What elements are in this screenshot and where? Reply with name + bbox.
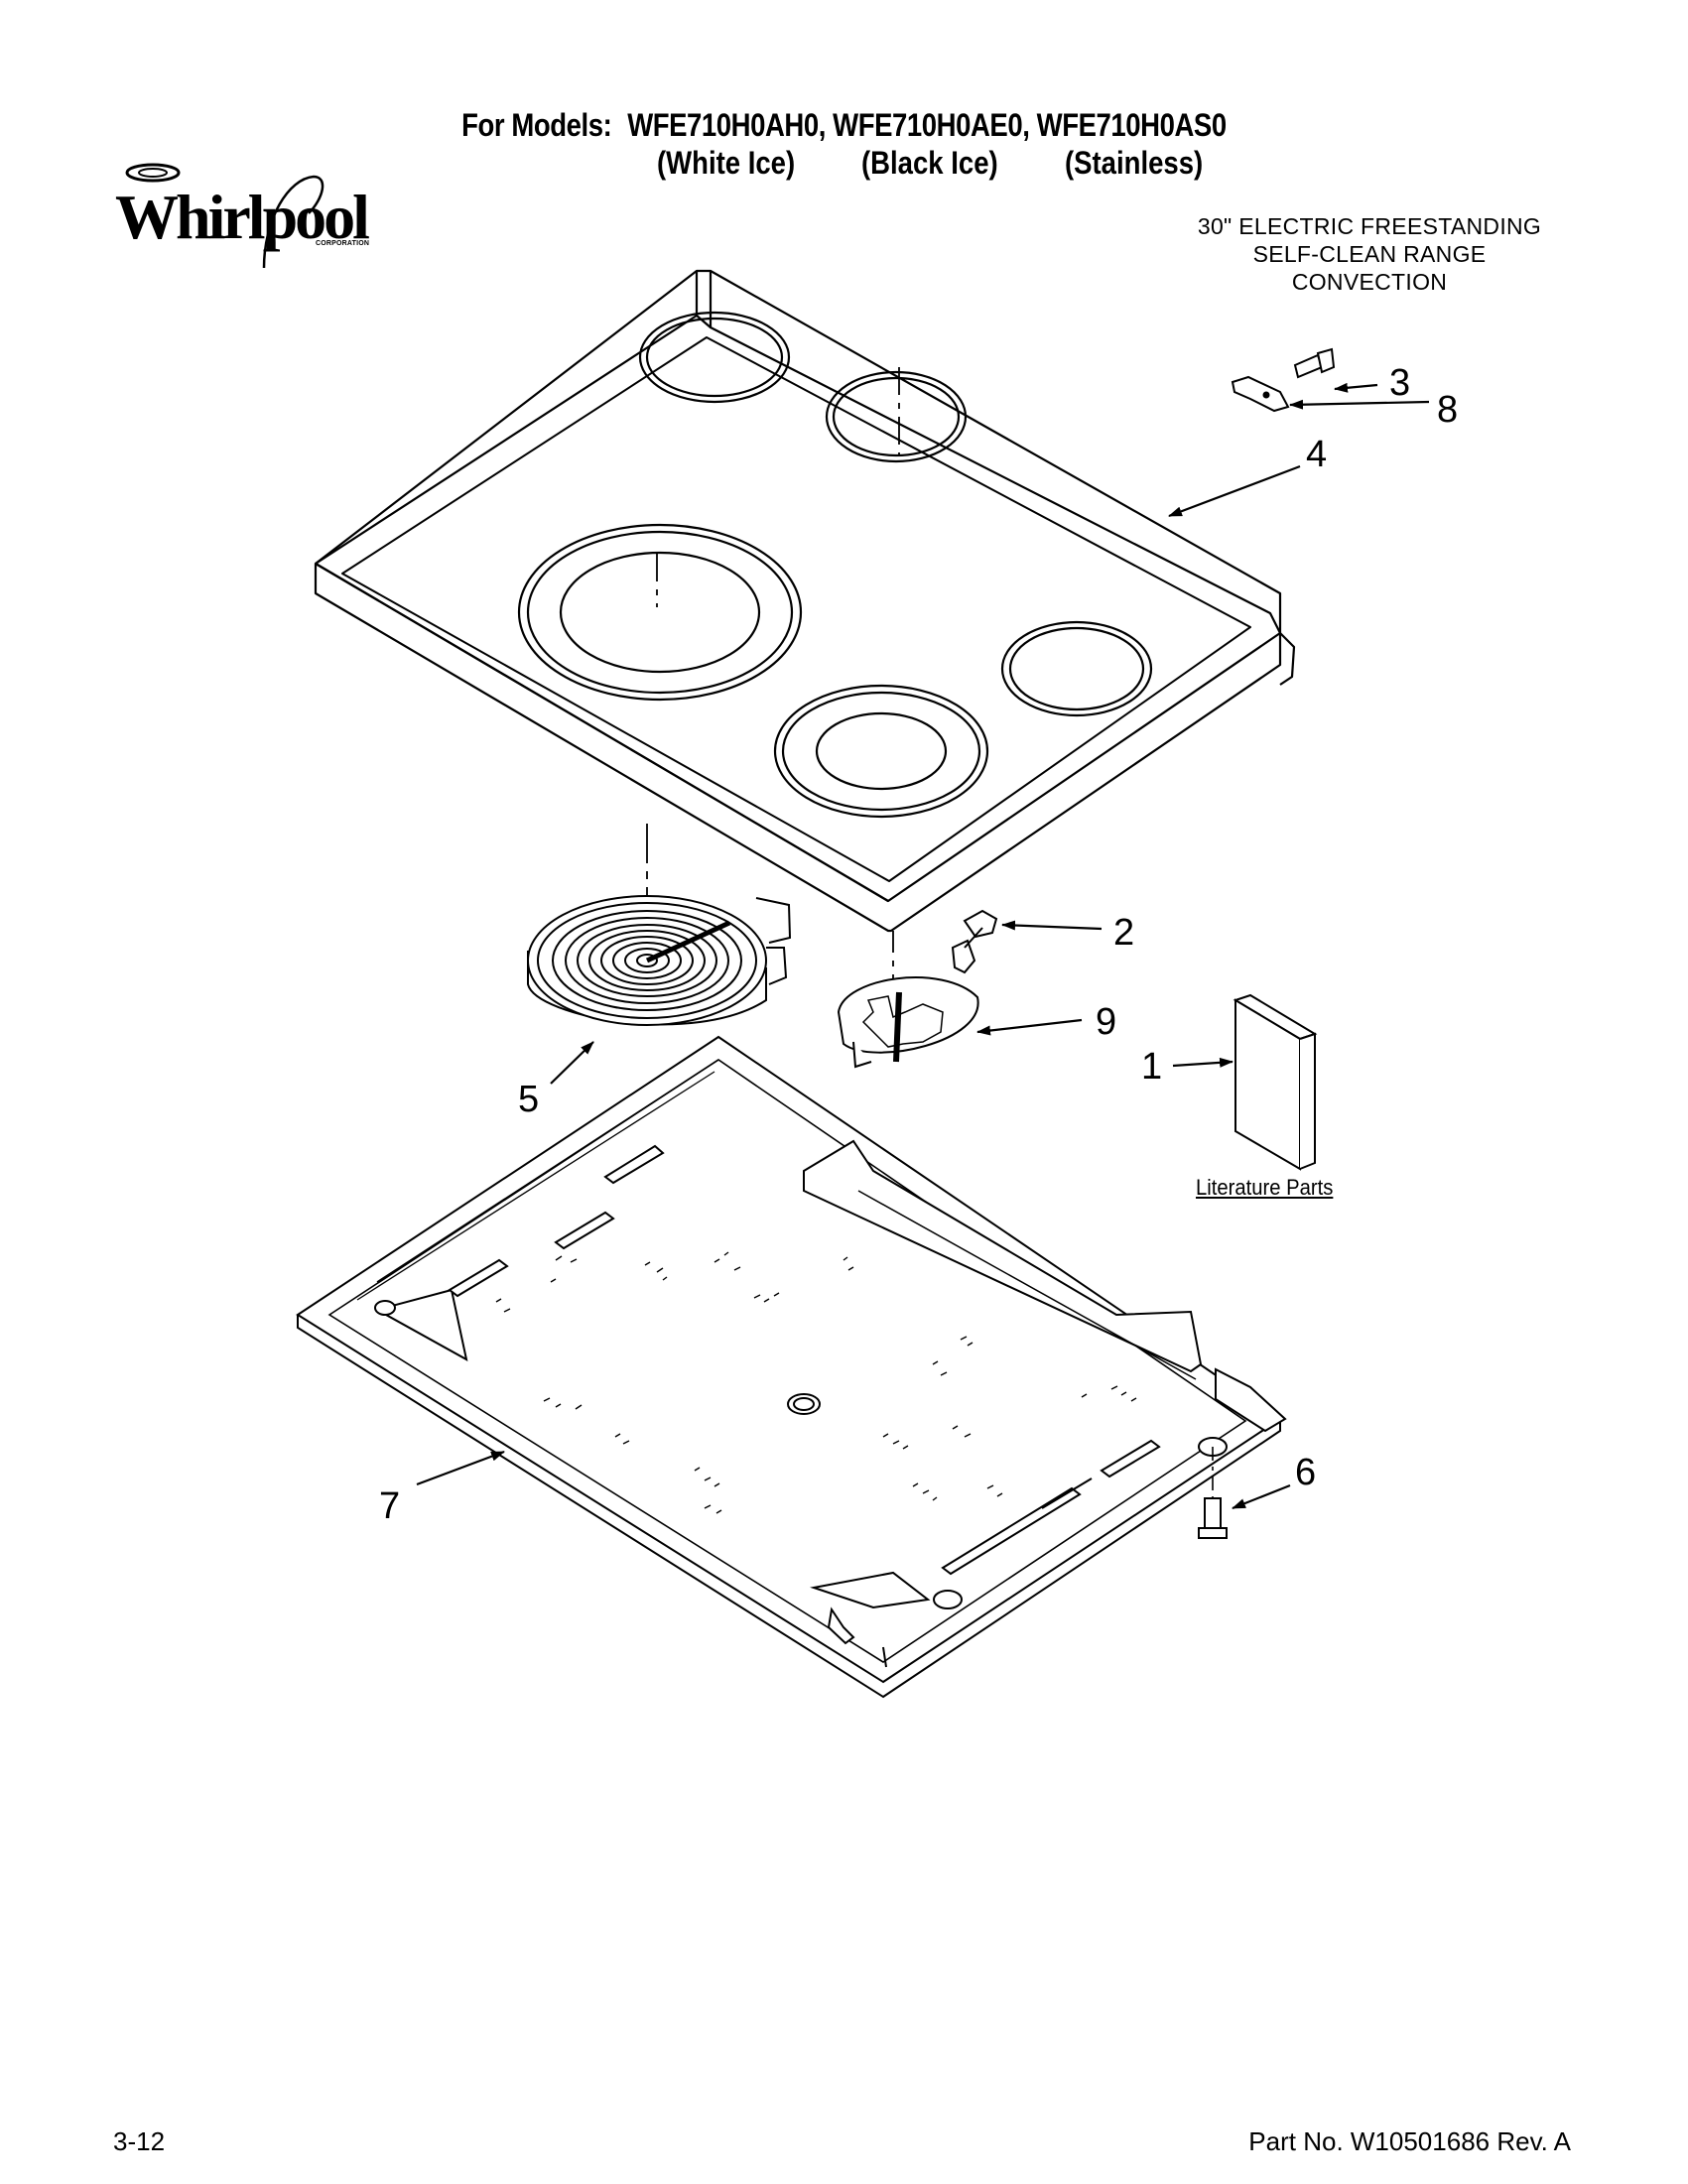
bracket-part bbox=[1231, 375, 1290, 413]
leader-9 bbox=[976, 1018, 1083, 1036]
part-number: Part No. W10501686 Rev. A bbox=[1248, 2126, 1571, 2156]
frame-screw-part bbox=[1198, 1447, 1228, 1539]
main-top-frame-part bbox=[296, 1035, 1287, 1699]
cooktop-part bbox=[314, 269, 1296, 933]
callout-4: 4 bbox=[1306, 434, 1327, 475]
leader-1 bbox=[1172, 1057, 1234, 1068]
leader-6 bbox=[1232, 1483, 1291, 1510]
literature-part bbox=[1233, 993, 1318, 1171]
callout-3: 3 bbox=[1389, 362, 1410, 404]
page-number: 3-12 bbox=[113, 2126, 166, 2156]
surface-element-part bbox=[527, 824, 792, 1026]
subtitle-line-2: SELF-CLEAN RANGE bbox=[1252, 241, 1487, 267]
callout-2: 2 bbox=[1113, 912, 1134, 954]
product-description: 30" ELECTRIC FREESTANDING SELF-CLEAN RAN… bbox=[1141, 212, 1598, 296]
leader-8 bbox=[1289, 399, 1430, 410]
leader-5 bbox=[550, 1041, 594, 1085]
leader-arrows bbox=[416, 382, 1430, 1510]
limiter-part bbox=[951, 909, 998, 974]
callout-numbers: 1 2 3 4 5 6 7 8 9 bbox=[379, 362, 1458, 1527]
callout-7: 7 bbox=[379, 1485, 400, 1527]
retainer-part bbox=[837, 931, 979, 1069]
literature-parts-label: Literature Parts bbox=[1196, 1175, 1334, 1200]
screw-part bbox=[1293, 347, 1336, 379]
callout-8: 8 bbox=[1437, 389, 1458, 431]
whirlpool-logo: Whirlpool CORPORATION bbox=[115, 159, 383, 278]
finish-black-ice: (Black Ice) bbox=[861, 145, 998, 181]
logo-corporation: CORPORATION bbox=[316, 240, 370, 247]
models-label: For Models: bbox=[461, 107, 612, 143]
model-numbers: WFE710H0AH0, WFE710H0AE0, WFE710H0AS0 bbox=[627, 107, 1227, 143]
logo-wordmark: Whirlpool bbox=[115, 182, 370, 252]
finish-white-ice: (White Ice) bbox=[657, 145, 796, 181]
leader-3 bbox=[1334, 382, 1378, 393]
leader-7 bbox=[416, 1450, 505, 1486]
callout-9: 9 bbox=[1096, 1001, 1116, 1043]
callout-5: 5 bbox=[518, 1079, 539, 1120]
models-header: For Models: WFE710H0AH0, WFE710H0AE0, WF… bbox=[118, 107, 1570, 144]
leader-4 bbox=[1168, 464, 1301, 518]
subtitle-line-3: CONVECTION bbox=[1291, 269, 1448, 295]
subtitle-line-1: 30" ELECTRIC FREESTANDING bbox=[1197, 213, 1542, 239]
finish-stainless: (Stainless) bbox=[1065, 145, 1204, 181]
logo-swirl-icon bbox=[125, 163, 325, 269]
callout-6: 6 bbox=[1295, 1452, 1316, 1493]
leader-2 bbox=[1001, 920, 1103, 931]
callout-1: 1 bbox=[1141, 1046, 1162, 1088]
